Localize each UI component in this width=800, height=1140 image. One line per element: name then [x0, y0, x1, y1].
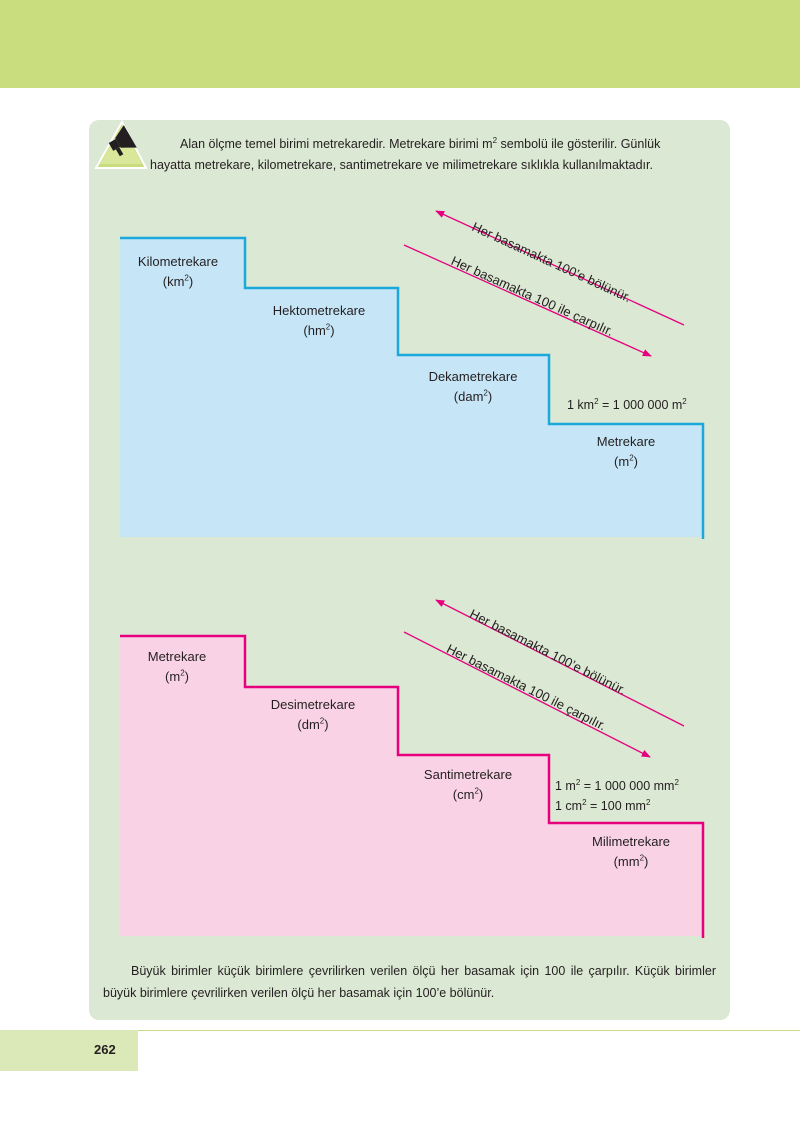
step-sup: 2 [184, 273, 189, 283]
step-symbol: (hm [303, 323, 326, 338]
lower-stair-fill [120, 636, 703, 936]
page-number-box [0, 1030, 138, 1071]
step-name: Kilometrekare [137, 254, 219, 269]
eq-sup: 2 [575, 777, 581, 787]
step-close: ) [330, 323, 335, 338]
step-close: ) [633, 454, 638, 469]
eq-sup: 2 [582, 797, 587, 807]
lower-step-4-label: Milimetrekare (mm2) [592, 832, 670, 872]
eq-part: 1 m [555, 779, 576, 793]
lower-equation-2: 1 cm2 = 100 mm2 [555, 797, 650, 816]
step-name: Metrekare [596, 434, 656, 449]
upper-step-2-label: Hektometrekare (hm2) [273, 301, 365, 341]
upper-step-1-label: Kilometrekare (km2) [138, 252, 218, 292]
step-sup: 2 [319, 716, 325, 726]
lower-step-2-label: Desimetrekare (dm2) [271, 695, 356, 735]
megaphone-icon [94, 119, 148, 169]
step-close: ) [487, 389, 493, 404]
eq-sup: 2 [594, 396, 599, 406]
page-number: 262 [94, 1042, 116, 1057]
lower-step-3-label: Santimetrekare (cm2) [424, 765, 512, 805]
outro-text: Büyük birimler küçük birimlere çevrilirk… [103, 960, 716, 1004]
eq-part: 1 km [567, 398, 595, 412]
step-sup: 2 [639, 853, 645, 863]
step-name: Hektometrekare [272, 303, 366, 318]
intro-line2: hayatta metrekare, kilometrekare, santim… [150, 158, 653, 172]
upper-step-3-label: Dekametrekare (dam2) [429, 367, 518, 407]
step-sup: 2 [180, 668, 185, 678]
step-symbol: (m [614, 454, 630, 469]
intro-text: Alan ölçme temel birimi metrekaredir. Me… [150, 134, 720, 176]
footer-rule [138, 1030, 800, 1031]
step-symbol: (cm [452, 787, 475, 802]
step-sup: 2 [483, 388, 488, 398]
eq-sup: 2 [645, 797, 651, 807]
header-band [0, 0, 800, 88]
lower-stair-outline [120, 634, 705, 938]
intro-line1-b: sembolü ile gösterilir. Günlük [497, 137, 661, 151]
eq-part: = 1 000 000 m [598, 398, 683, 412]
step-name: Metrekare [147, 649, 207, 664]
step-close: ) [184, 669, 189, 684]
eq-part: = 100 mm [586, 799, 646, 813]
step-name: Dekametrekare [428, 369, 518, 384]
eq-part: = 1 000 000 mm [580, 779, 675, 793]
step-name: Desimetrekare [270, 697, 356, 712]
intro-sup: 2 [492, 135, 498, 145]
upper-stair-fill [120, 238, 703, 537]
step-symbol: (m [165, 669, 181, 684]
eq-part: 1 cm [555, 799, 583, 813]
lower-equation-1: 1 m2 = 1 000 000 mm2 [555, 777, 679, 796]
step-close: ) [324, 717, 329, 732]
step-close: ) [644, 854, 649, 869]
step-close: ) [188, 274, 194, 289]
eq-sup: 2 [682, 396, 687, 406]
step-name: Milimetrekare [591, 834, 671, 849]
step-close: ) [478, 787, 484, 802]
lower-step-1-label: Metrekare (m2) [148, 647, 207, 687]
upper-step-4-label: Metrekare (m2) [597, 432, 656, 472]
upper-multiply-arrow [403, 244, 652, 357]
upper-equation: 1 km2 = 1 000 000 m2 [567, 396, 687, 415]
outro-paragraph: Büyük birimler küçük birimlere çevrilirk… [103, 964, 716, 1000]
step-symbol: (dam [453, 389, 484, 404]
step-symbol: (dm [297, 717, 320, 732]
lower-multiply-arrow [403, 631, 651, 758]
step-symbol: (mm [613, 854, 640, 869]
upper-stair-outline [120, 236, 705, 539]
upper-divide-arrow [435, 210, 685, 326]
step-name: Santimetrekare [423, 767, 513, 782]
step-sup: 2 [629, 453, 634, 463]
eq-sup: 2 [674, 777, 679, 787]
step-sup: 2 [325, 322, 331, 332]
lower-divide-arrow [435, 599, 685, 727]
intro-line1-a: Alan ölçme temel birimi metrekaredir. Me… [180, 137, 493, 151]
step-symbol: (km [162, 274, 185, 289]
step-sup: 2 [474, 786, 479, 796]
